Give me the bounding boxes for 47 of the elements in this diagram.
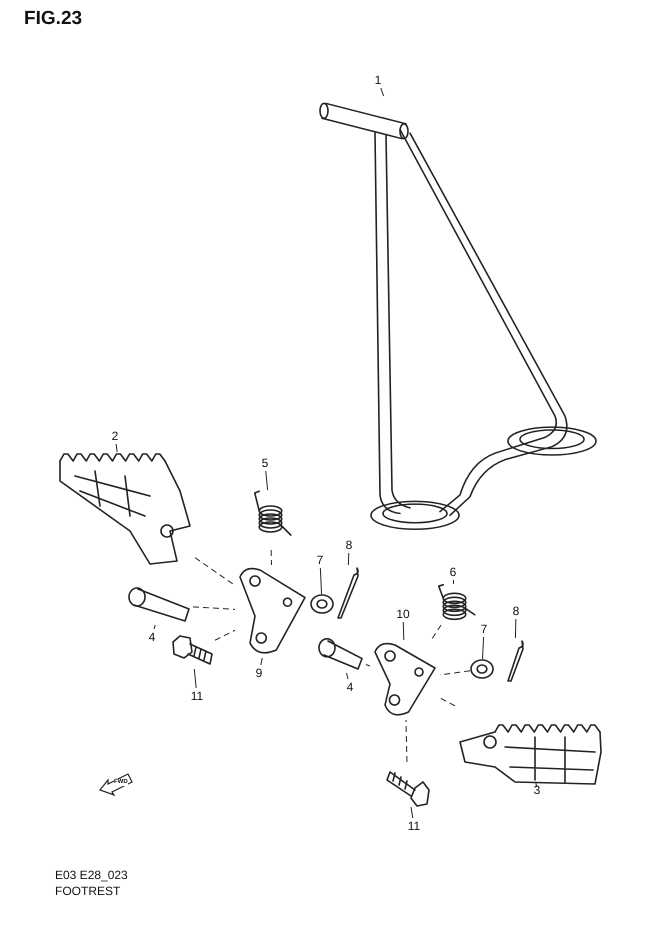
- section-name: FOOTREST: [55, 884, 120, 898]
- leader-line: [402, 622, 404, 640]
- callout-number: 11: [403, 818, 425, 834]
- assembly-line: [430, 624, 442, 640]
- pin-drawing: [128, 585, 193, 625]
- drawing-code: E03 E28_023: [55, 868, 128, 882]
- leader-line: [380, 88, 384, 96]
- leader-line: [482, 636, 484, 660]
- assembly-line: [270, 550, 272, 566]
- washer-drawing: [310, 594, 334, 614]
- leader-line: [410, 806, 414, 818]
- callout-number: 6: [442, 564, 464, 580]
- callout-number: 3: [526, 782, 548, 798]
- leader-line: [320, 568, 322, 594]
- leader-line: [348, 552, 350, 566]
- assembly-line: [405, 720, 408, 762]
- callout-number: 10: [392, 606, 414, 622]
- callout-number: 5: [254, 455, 276, 471]
- leader-line: [452, 580, 454, 584]
- callout-number: 4: [141, 629, 163, 645]
- leader-line: [194, 668, 197, 688]
- cotter-pin-drawing: [505, 638, 525, 683]
- leader-line: [116, 444, 118, 452]
- callout-number: 11: [186, 688, 208, 704]
- assembly-line: [440, 670, 470, 676]
- assembly-line: [366, 664, 370, 667]
- leader-line: [514, 618, 516, 638]
- assembly-line: [194, 557, 236, 586]
- assembly-line: [440, 698, 456, 706]
- callout-number: 8: [505, 603, 527, 619]
- washer-drawing: [470, 659, 494, 679]
- figure-title: FIG.23: [24, 8, 82, 30]
- leader-line: [260, 658, 263, 666]
- leader-line: [346, 672, 348, 680]
- leader-line: [535, 782, 538, 788]
- leader-line: [265, 470, 268, 490]
- callout-number: 8: [338, 537, 360, 553]
- callout-number: 7: [473, 621, 495, 637]
- callout-number: 4: [339, 679, 361, 695]
- callout-number: 2: [104, 428, 126, 444]
- callout-number: 1: [367, 72, 389, 88]
- cotter-pin-drawing: [335, 565, 360, 620]
- callout-number: 7: [309, 552, 331, 568]
- callout-number: 9: [248, 665, 270, 681]
- assembly-line: [192, 606, 236, 610]
- assembly-line: [214, 630, 236, 641]
- leader-line: [154, 624, 156, 630]
